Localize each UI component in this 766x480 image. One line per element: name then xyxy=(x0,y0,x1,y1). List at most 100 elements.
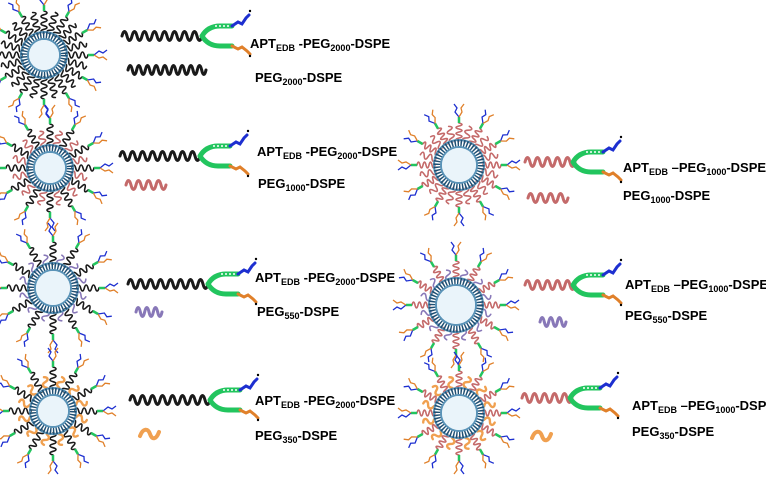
filler-peg-chain xyxy=(57,23,77,41)
peg-strand xyxy=(40,10,48,34)
peg350-blob xyxy=(482,401,496,409)
targeted-peg-chain xyxy=(44,189,56,232)
filler-peg350 xyxy=(482,401,496,409)
targeted-peg-chain xyxy=(67,131,108,158)
targeted-peg-chain xyxy=(0,65,27,92)
targeted-peg-chain xyxy=(478,377,515,403)
peg350-blob xyxy=(463,436,471,450)
linker-dot xyxy=(217,145,219,147)
targeted-peg-chain xyxy=(47,222,59,265)
aptamer-strand-blue xyxy=(500,187,515,193)
peg-strand xyxy=(478,142,497,155)
targeted-peg-chain xyxy=(398,268,435,295)
peg-strand xyxy=(12,299,34,312)
targeted-peg-chain xyxy=(0,18,26,47)
liposome-bilayer xyxy=(29,387,77,435)
targeted-peg-chain xyxy=(478,129,515,155)
free-peg-dspe-4 xyxy=(134,306,164,318)
aptamer-strand-blue xyxy=(453,351,460,366)
panel-5-label-peg: PEG550-DSPE xyxy=(625,308,708,325)
filler-peg-chain xyxy=(38,130,47,148)
peg-strand xyxy=(30,11,41,35)
peg350-blob xyxy=(41,375,49,390)
linker-bracket xyxy=(205,271,241,297)
aptamer-strand-blue xyxy=(49,217,56,232)
peg-strand xyxy=(12,262,34,279)
targeted-peg-chain xyxy=(0,250,34,279)
aptamer-tip xyxy=(254,302,258,306)
aptamer-strand-orange xyxy=(0,374,11,387)
liposome-core xyxy=(38,396,68,426)
peg350-blob xyxy=(68,426,79,438)
peg350-blob xyxy=(422,417,436,425)
peg-strand xyxy=(436,127,449,146)
peg-strand xyxy=(477,315,495,330)
filler-peg-chain xyxy=(30,11,41,35)
aptamer-tip xyxy=(619,135,623,139)
peg-strand xyxy=(25,186,42,207)
aptamer-strand-orange xyxy=(506,164,521,171)
filler-peg350 xyxy=(422,399,436,410)
targeted-peg-chain xyxy=(64,307,91,347)
aptamer-strand-orange xyxy=(99,167,114,174)
targeted-peg-chain xyxy=(62,229,91,269)
aptamer-strand-blue xyxy=(97,312,112,318)
peg-strand xyxy=(421,423,440,436)
aptamer-strand-orange xyxy=(480,348,485,363)
linker-segment xyxy=(6,141,13,148)
filler-peg350 xyxy=(57,432,65,447)
peg350-blob xyxy=(462,376,473,390)
peg350-blob xyxy=(74,413,89,424)
aptamer-strand-orange xyxy=(0,435,10,440)
filler-peg-chain xyxy=(53,188,62,206)
aptamer-strand-blue xyxy=(506,159,521,166)
aptamer-orange-arm xyxy=(238,408,260,420)
aptamer-tip xyxy=(619,258,623,262)
aptamer-strand-orange xyxy=(431,109,436,124)
aptamer-strand-blue xyxy=(498,268,509,281)
filler-peg-chain xyxy=(64,41,88,52)
filler-peg350 xyxy=(422,417,436,425)
aptamer-strand-blue xyxy=(423,362,436,373)
linker-segment xyxy=(25,242,32,249)
peg-strand xyxy=(481,152,499,161)
peg-strand xyxy=(452,260,460,280)
aptamer-strand-orange xyxy=(408,129,418,142)
filler-peg350 xyxy=(26,426,38,437)
filler-peg350 xyxy=(55,375,66,390)
aptamer-strand-orange xyxy=(482,206,487,221)
aptamer-blue-arm xyxy=(601,139,622,154)
aptamer-strand-orange xyxy=(458,351,465,366)
peg-strand xyxy=(74,407,98,415)
aptamer-strand-blue xyxy=(403,329,414,342)
aptamer-strand-orange xyxy=(52,347,59,362)
peg-strand xyxy=(62,63,83,80)
aptamer-strand-orange xyxy=(15,0,20,12)
aptamer-strand-orange xyxy=(480,252,493,263)
targeted-peg-chain xyxy=(0,421,36,448)
linker-dot xyxy=(215,25,217,27)
linker-segment xyxy=(81,28,88,35)
targeted-peg-chain xyxy=(44,104,56,147)
linker-segment xyxy=(7,309,14,316)
peg-strand xyxy=(46,11,59,35)
peg-strand xyxy=(432,265,445,284)
peg-strand xyxy=(13,421,36,434)
aptamer-strand-blue xyxy=(77,453,90,464)
filler-peg-chain xyxy=(12,22,30,42)
peg-glyph xyxy=(526,192,570,204)
targeted-peg-chain xyxy=(467,326,493,363)
filler-peg-chain xyxy=(462,125,473,143)
aptamer-tip xyxy=(619,180,623,184)
peg-strand xyxy=(12,22,30,42)
peg350-blob xyxy=(40,432,51,447)
peg-strand xyxy=(19,73,36,94)
peg-strand xyxy=(478,422,497,437)
targeted-peg-chain xyxy=(0,51,23,59)
aptamer-orange-arm xyxy=(598,406,620,418)
aptamer-strand-orange xyxy=(398,329,413,334)
targeted-peg-chain xyxy=(0,284,30,292)
targeted-peg-chain xyxy=(469,432,495,469)
panel-3-label-peg: PEG1000-DSPE xyxy=(623,188,711,205)
